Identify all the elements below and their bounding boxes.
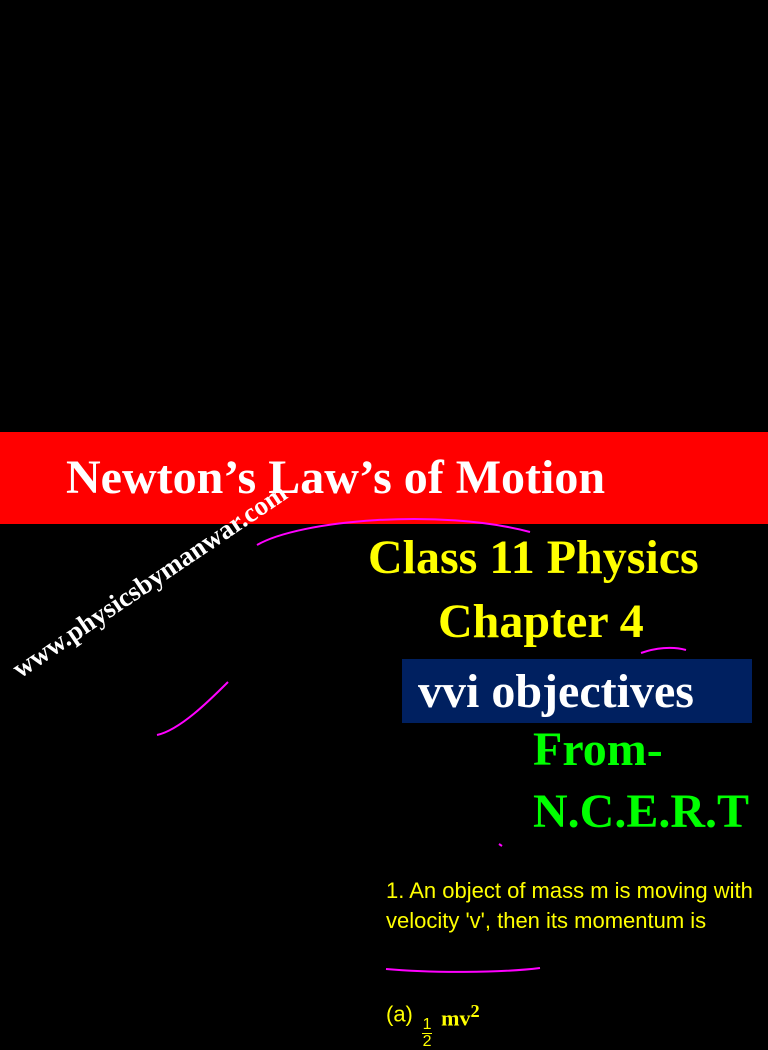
option-a-fraction: 1 2 bbox=[422, 1016, 433, 1050]
vvi-label-box bbox=[402, 659, 752, 723]
question-text: 1. An object of mass m is moving with ve… bbox=[386, 878, 753, 933]
formula-exponent: 2 bbox=[470, 1001, 480, 1021]
formula-expression: mv bbox=[441, 1005, 471, 1031]
ink-stroke-chapter bbox=[640, 646, 687, 654]
option-a-formula: mv2 bbox=[441, 996, 480, 1033]
title-banner bbox=[0, 432, 768, 524]
from-heading: From- bbox=[533, 723, 663, 776]
class-heading: Class 11 Physics bbox=[368, 531, 699, 584]
vvi-label: vvi objectives bbox=[418, 665, 694, 718]
option-a: (a) 1 2 mv2 bbox=[386, 996, 480, 1050]
page-title: Newton’s Law’s of Motion bbox=[66, 451, 606, 504]
ink-stroke-dot bbox=[498, 843, 503, 847]
ink-stroke-watermark bbox=[156, 681, 229, 736]
fraction-denominator: 2 bbox=[422, 1033, 432, 1050]
option-a-label: (a) bbox=[386, 1001, 413, 1027]
fraction-numerator: 1 bbox=[422, 1016, 432, 1034]
ink-stroke-momentum bbox=[385, 967, 541, 973]
chapter-heading: Chapter 4 bbox=[438, 595, 644, 648]
ncert-heading: N.C.E.R.T bbox=[533, 785, 750, 838]
